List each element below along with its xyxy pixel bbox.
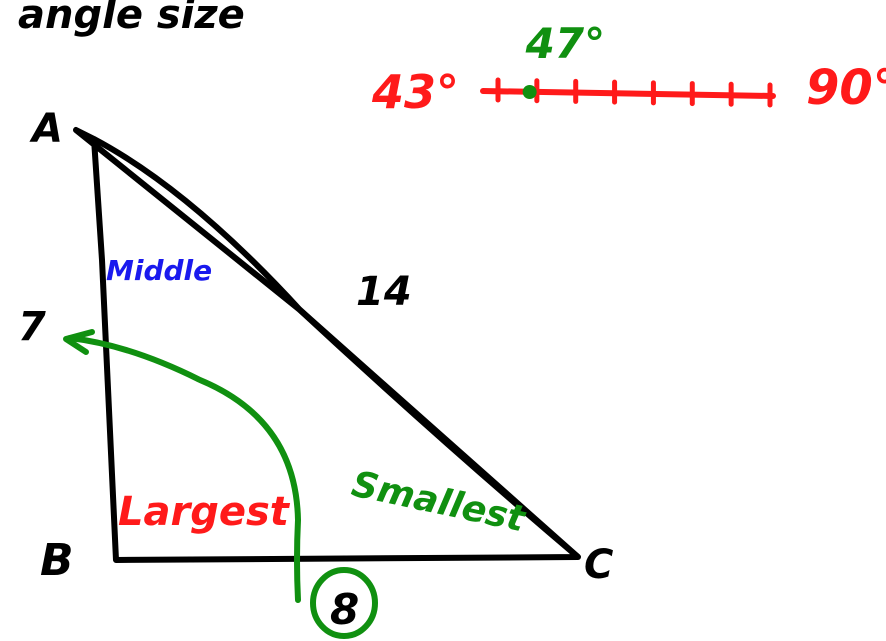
connecting-arrow <box>67 335 302 603</box>
side-label-ac: 14 <box>356 269 412 315</box>
vertex-label-c: C <box>584 542 613 588</box>
number-line-left-value: 43° <box>371 65 459 119</box>
arrow-head-icon <box>63 329 95 355</box>
vertex-label-b: B <box>40 535 74 586</box>
number-line-right-value: 90° <box>806 60 886 116</box>
triangle: A B C 7 14 Middle Largest Smallest <box>18 106 613 588</box>
number-line-marked-point <box>522 85 537 99</box>
number-line-ticks <box>495 77 773 108</box>
triangle-hypotenuse-smooth <box>92 136 580 560</box>
header-text: angle size <box>18 0 245 38</box>
number-line: 43° 90° 47° <box>371 19 886 119</box>
side-label-ab: 7 <box>18 304 46 350</box>
green-annotation: 8 <box>63 329 378 639</box>
angle-label-b: Largest <box>118 489 291 535</box>
number-line-marked-value: 47° <box>525 19 605 68</box>
circle-around-side-bc <box>310 567 378 639</box>
angle-label-a: Middle <box>106 254 212 287</box>
vertex-label-a: A <box>29 106 63 152</box>
angle-label-c: Smallest <box>348 464 530 541</box>
side-label-bc: 8 <box>330 585 359 634</box>
